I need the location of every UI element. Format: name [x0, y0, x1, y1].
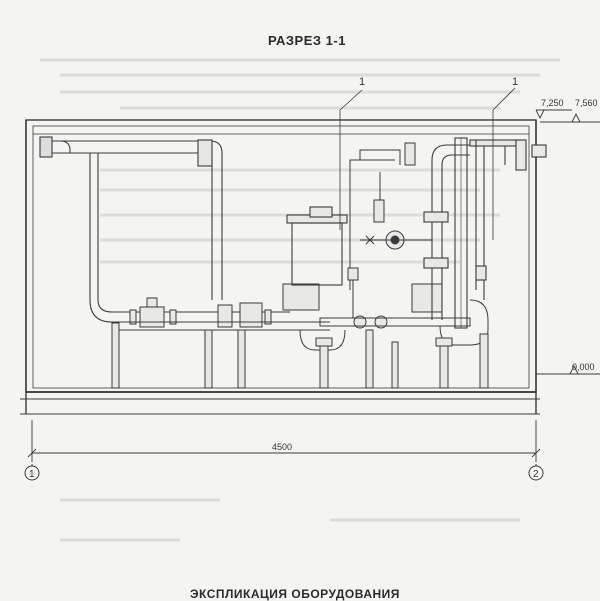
- elevation-top-right: 7,560: [575, 98, 598, 108]
- elevation-marks: [535, 109, 600, 375]
- axis-markers: [24, 465, 544, 481]
- callout-1-left: 1: [359, 76, 365, 88]
- section-title: РАЗРЕЗ 1-1: [268, 33, 346, 48]
- axis-1-label: 1: [29, 469, 35, 480]
- building-outline: [20, 119, 540, 415]
- elevation-floor: 0,000: [572, 362, 595, 372]
- regulator-unit-right: [423, 87, 547, 329]
- regulator-unit-left: [286, 89, 363, 286]
- left-pipe-loop: [39, 136, 290, 323]
- center-gauge-assembly: [347, 142, 432, 318]
- support-legs: [111, 322, 489, 389]
- dimension-line: [27, 420, 541, 466]
- callout-1-right: 1: [512, 76, 518, 88]
- elevation-top-left: 7,250: [541, 98, 564, 108]
- background-show-through: [40, 58, 560, 542]
- axis-2-label: 2: [533, 469, 539, 480]
- equipment-list-title: ЭКСПЛИКАЦИЯ ОБОРУДОВАНИЯ: [190, 587, 400, 601]
- dimension-label: 4500: [272, 442, 292, 452]
